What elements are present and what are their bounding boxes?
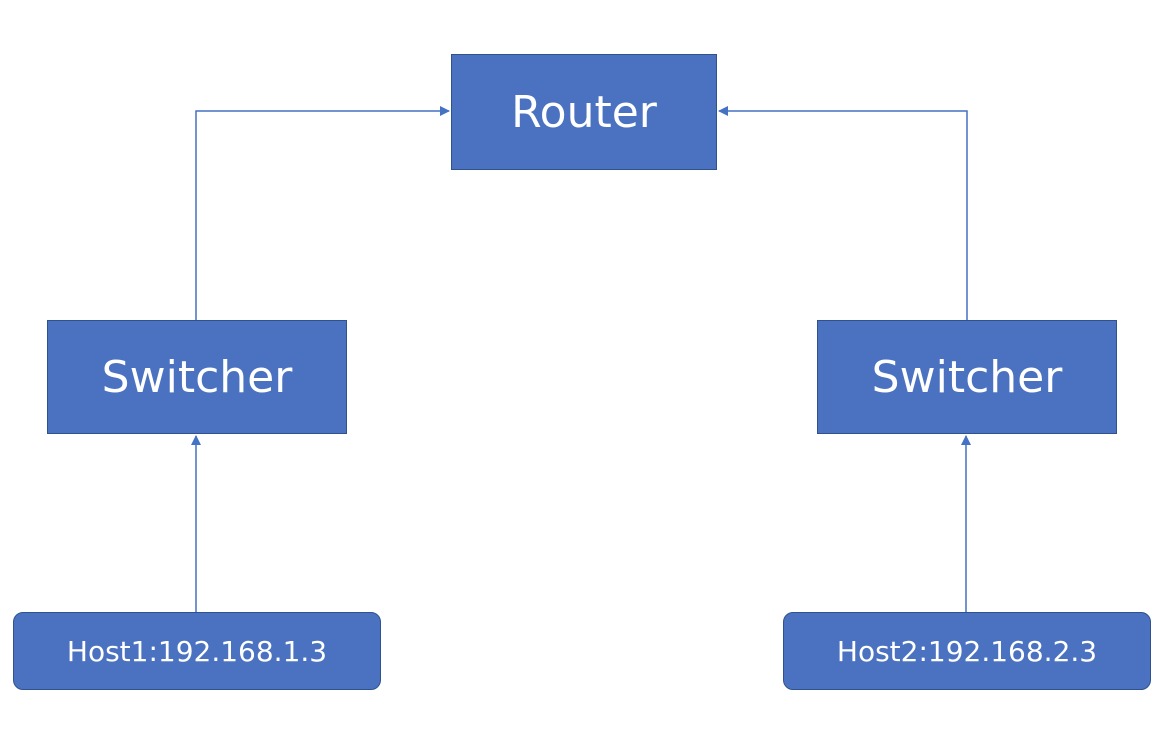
router-node: Router <box>451 54 717 170</box>
host1-node: Host1:192.168.1.3 <box>13 612 381 690</box>
host2-node: Host2:192.168.2.3 <box>783 612 1151 690</box>
switch-node-right: Switcher <box>817 320 1117 434</box>
edge-switch-left-to-router <box>195 106 450 320</box>
host1-label: Host1:192.168.1.3 <box>66 634 328 668</box>
router-label: Router <box>511 86 657 138</box>
switch-left-label: Switcher <box>101 351 293 403</box>
switch-node-left: Switcher <box>47 320 347 434</box>
host2-label: Host2:192.168.2.3 <box>836 634 1098 668</box>
switch-right-label: Switcher <box>871 351 1063 403</box>
edge-switch-right-to-router <box>718 106 968 320</box>
